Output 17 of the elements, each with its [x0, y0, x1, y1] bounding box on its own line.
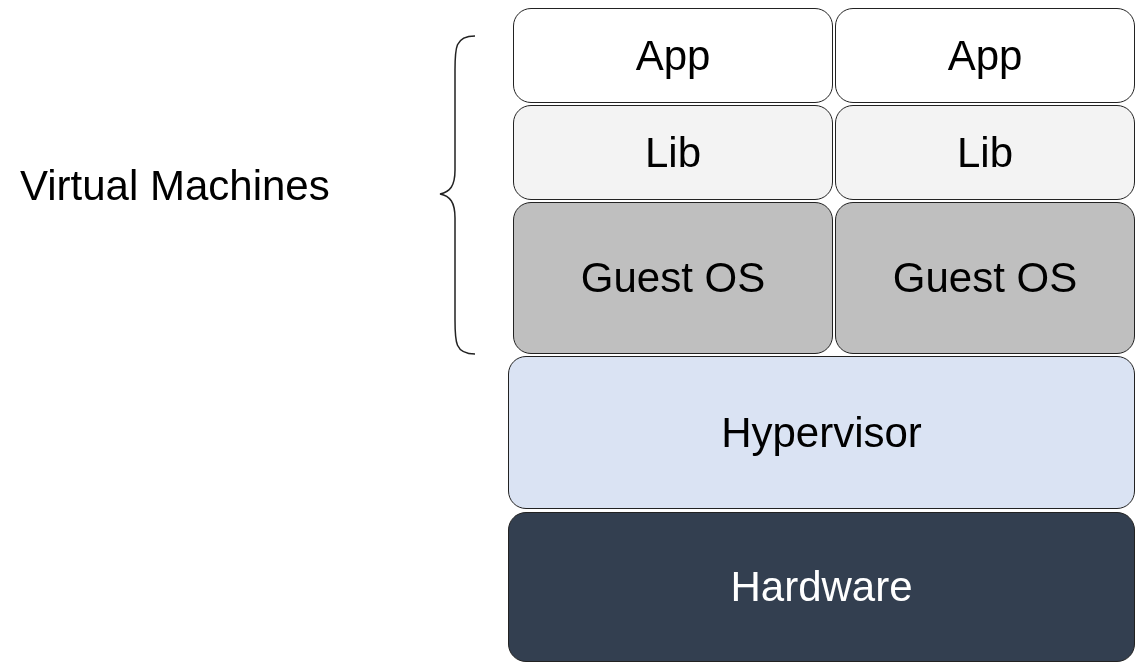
layer-label: Guest OS	[580, 254, 766, 302]
layer-label: Guest OS	[892, 254, 1078, 302]
layer-label: App	[635, 31, 711, 80]
app-layer-box	[835, 8, 1135, 103]
layer-label: Lib	[956, 128, 1014, 177]
app-layer-box	[513, 8, 833, 103]
layer-label: Hardware	[730, 563, 913, 611]
hypervisor-layer-box	[508, 356, 1135, 509]
layer-label: Hypervisor	[721, 408, 922, 457]
hardware-layer-box	[508, 512, 1135, 662]
library-layer-box	[513, 105, 833, 200]
guest-os-box	[513, 202, 833, 354]
layer-label: Lib	[644, 128, 702, 177]
group-label: Virtual Machines	[20, 162, 330, 210]
library-layer-box	[835, 105, 1135, 200]
layer-label: App	[947, 31, 1023, 80]
guest-os-box	[835, 202, 1135, 354]
